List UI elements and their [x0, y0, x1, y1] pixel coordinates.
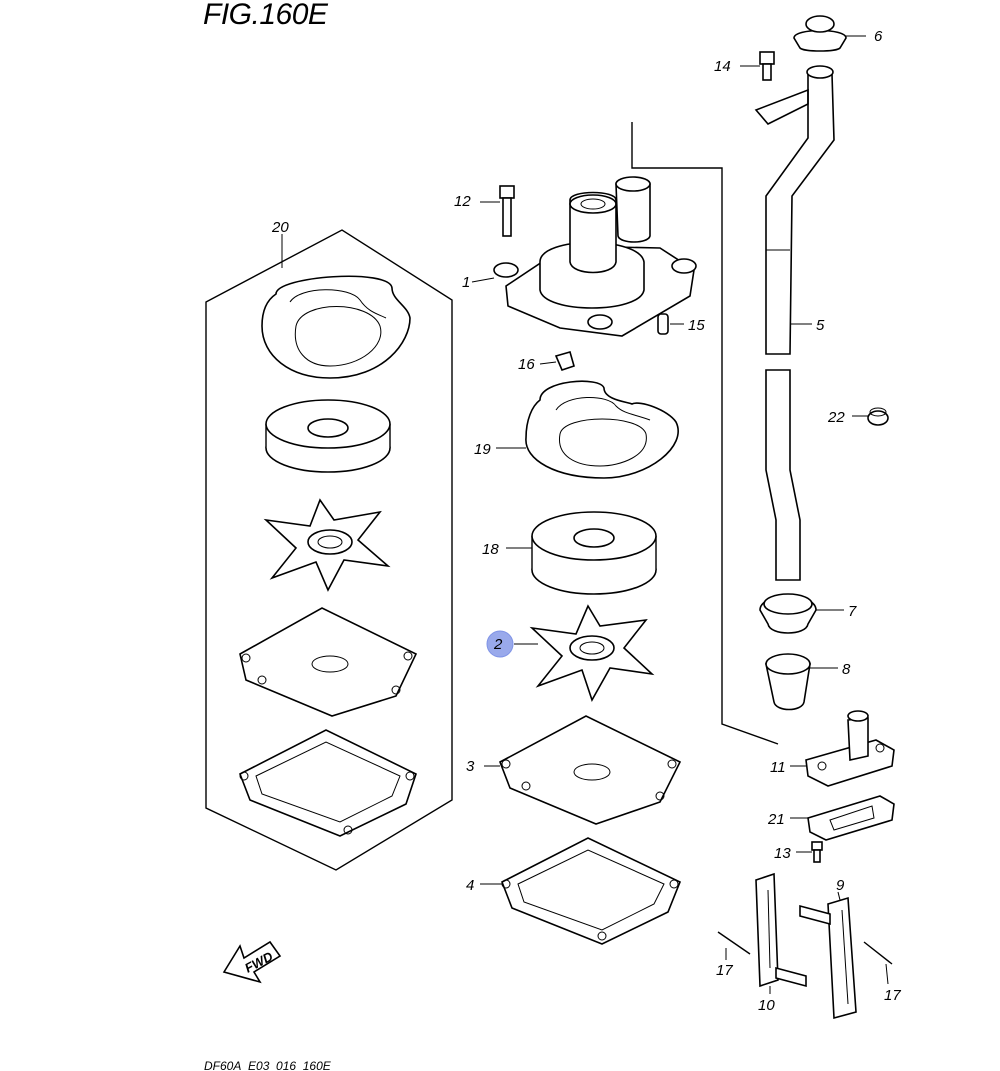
screen-21[interactable]	[790, 795, 895, 841]
grommet-22[interactable]	[852, 407, 889, 426]
callout-11[interactable]: 11	[770, 759, 786, 776]
kit-wear-plate	[239, 607, 418, 717]
kit-20-group[interactable]	[205, 229, 453, 871]
callout-12[interactable]: 12	[454, 193, 471, 210]
figure-title: FIG.160E	[203, 0, 329, 31]
assembly-bracket-line	[631, 122, 779, 745]
callout-15[interactable]: 15	[688, 317, 705, 334]
kit-gasket	[238, 729, 417, 837]
fwd-arrow-icon: FWD	[222, 940, 282, 984]
bracket-9[interactable]	[799, 891, 857, 1020]
kit-impeller	[263, 498, 391, 592]
callout-2[interactable]: 2	[493, 636, 503, 653]
callout-14[interactable]: 14	[714, 58, 731, 75]
key-16[interactable]	[539, 351, 575, 371]
callout-19[interactable]: 19	[474, 441, 491, 458]
callout-5[interactable]: 5	[816, 317, 825, 334]
water-tube-5[interactable]	[754, 65, 835, 581]
callout-6[interactable]: 6	[874, 28, 883, 45]
grommet-6[interactable]	[793, 15, 866, 52]
cover-11[interactable]	[790, 710, 895, 787]
callout-1[interactable]: 1	[462, 274, 470, 291]
callout-18[interactable]: 18	[482, 541, 499, 558]
callout-4[interactable]: 4	[466, 877, 474, 894]
callout-3[interactable]: 3	[466, 758, 475, 775]
screw-17-right[interactable]	[863, 941, 893, 985]
kit-20-outline	[205, 229, 453, 871]
impeller-2[interactable]	[486, 604, 655, 702]
wear-plate-3[interactable]	[484, 715, 682, 825]
callout-13[interactable]: 13	[774, 845, 791, 862]
bracket-10[interactable]	[755, 872, 807, 994]
callout-9[interactable]: 9	[836, 877, 845, 894]
liner-18[interactable]	[506, 511, 657, 595]
callout-1-leader	[471, 277, 495, 283]
kit-liner	[265, 399, 391, 473]
callout-17-left[interactable]: 17	[716, 962, 733, 979]
kit-seal-ring	[261, 275, 411, 379]
seal-ring-19[interactable]	[496, 380, 679, 479]
bolt-12[interactable]	[480, 185, 515, 237]
gasket-4[interactable]	[480, 837, 682, 945]
callout-20[interactable]: 20	[271, 219, 289, 236]
callout-7[interactable]: 7	[848, 603, 857, 620]
screw-13[interactable]	[796, 841, 823, 863]
callout-22[interactable]: 22	[827, 409, 845, 426]
callout-17-right[interactable]: 17	[884, 987, 901, 1004]
screw-17-left[interactable]	[717, 931, 751, 960]
selection-highlight	[486, 630, 514, 658]
seal-8[interactable]	[765, 653, 838, 711]
callout-16[interactable]: 16	[518, 356, 535, 373]
callout-21[interactable]: 21	[767, 811, 785, 828]
callout-10[interactable]: 10	[758, 997, 775, 1014]
pump-case[interactable]	[493, 176, 697, 337]
pin-15[interactable]	[657, 313, 684, 335]
grommet-7[interactable]	[759, 593, 844, 634]
callout-8[interactable]: 8	[842, 661, 851, 678]
bolt-14[interactable]	[740, 51, 775, 81]
figure-footer: DF60A_E03_016_160E	[204, 1059, 332, 1071]
